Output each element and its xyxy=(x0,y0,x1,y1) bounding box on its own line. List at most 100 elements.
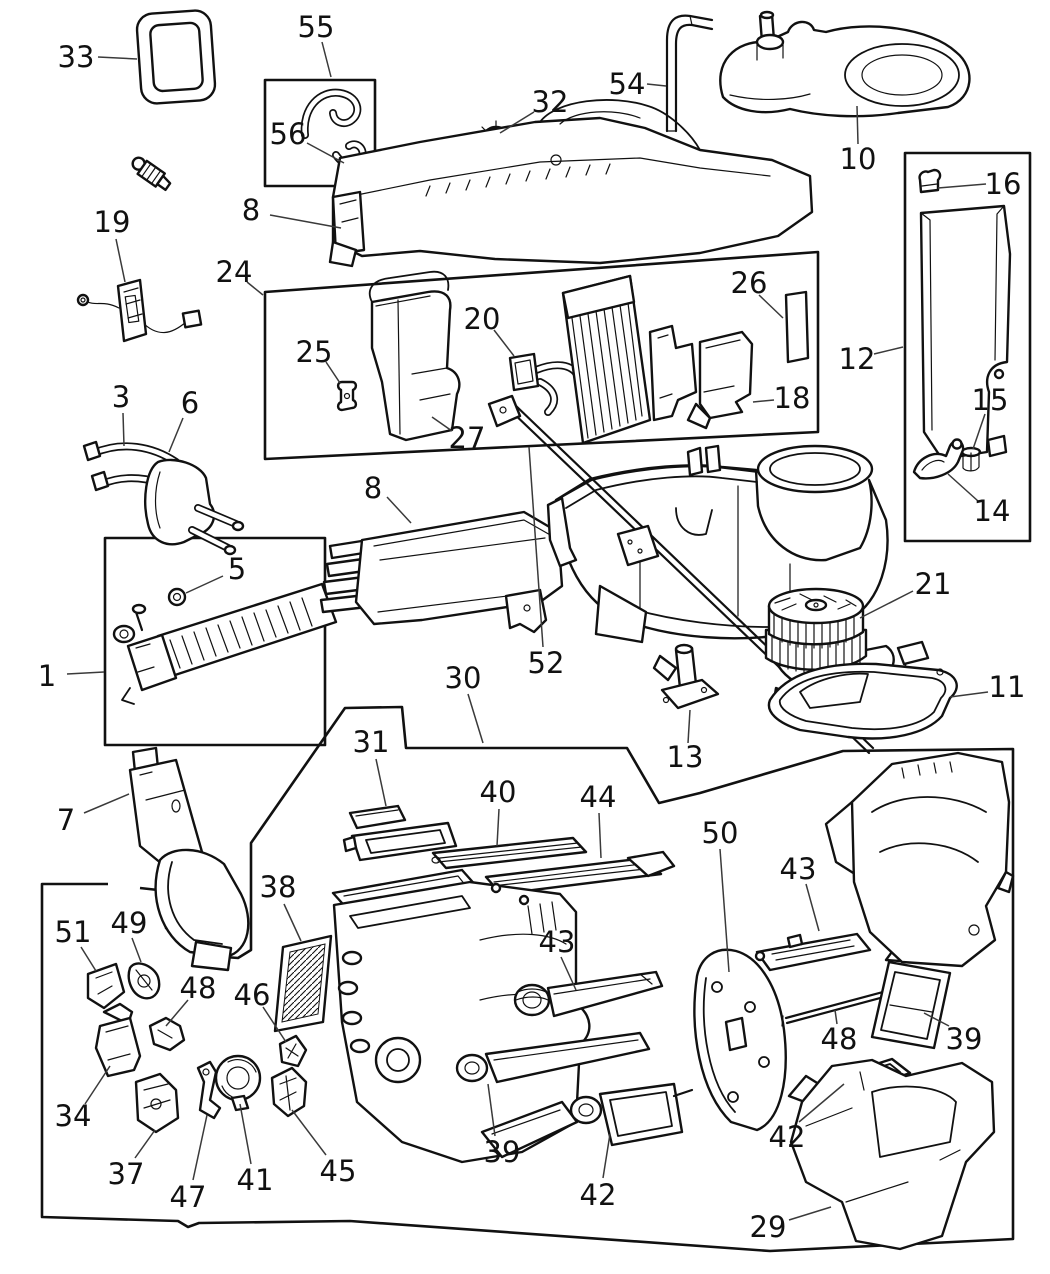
leader-7 xyxy=(83,793,130,814)
leader-55 xyxy=(321,41,332,78)
leader-26 xyxy=(758,294,784,319)
callout-6: 6 xyxy=(181,386,199,420)
leader-21 xyxy=(859,590,914,619)
leader-46 xyxy=(262,1006,287,1043)
leader-41 xyxy=(239,1103,252,1165)
leader-56 xyxy=(306,142,345,164)
callout-24: 24 xyxy=(216,255,253,289)
callout-26: 26 xyxy=(731,266,768,300)
callout-27: 27 xyxy=(449,421,486,455)
callout-21: 21 xyxy=(915,567,952,601)
resistor-19 xyxy=(76,278,203,343)
o-ring-5 xyxy=(167,587,187,607)
leader-12 xyxy=(873,346,904,355)
leader-34 xyxy=(84,1065,111,1105)
blend-door-39-left xyxy=(455,1031,651,1084)
callout-48-rod: 48 xyxy=(821,1022,858,1056)
cover-27 xyxy=(368,270,461,442)
leader-40 xyxy=(496,808,500,847)
group-box-55-56 xyxy=(263,78,377,188)
callout-40: 40 xyxy=(480,775,517,809)
callout-42-left: 42 xyxy=(580,1178,617,1212)
callout-14: 14 xyxy=(974,494,1011,528)
callout-13: 13 xyxy=(667,740,704,774)
heater-housing-38 xyxy=(331,868,591,1164)
callout-12: 12 xyxy=(839,342,876,376)
leader-45 xyxy=(291,1109,327,1156)
leader-29 xyxy=(788,1206,832,1221)
leader-51 xyxy=(80,946,97,972)
leader-16 xyxy=(937,183,987,189)
callout-39-right: 39 xyxy=(946,1022,983,1056)
drain-elbow-14 xyxy=(912,438,965,480)
leader-18 xyxy=(752,399,775,403)
leader-30 xyxy=(467,693,484,744)
callout-34: 34 xyxy=(55,1099,92,1133)
leader-11 xyxy=(949,691,989,698)
actuator-34 xyxy=(94,1002,142,1078)
heater-tubes-3 xyxy=(82,440,190,498)
door-43-right xyxy=(754,932,872,972)
leader-19 xyxy=(115,238,126,283)
callout-1: 1 xyxy=(38,659,56,693)
callout-54: 54 xyxy=(609,67,646,101)
callout-8-top: 8 xyxy=(242,193,260,227)
leader-42-left xyxy=(602,1133,611,1179)
leader-33 xyxy=(97,56,138,60)
gasket-33 xyxy=(135,9,217,105)
leader-24 xyxy=(246,281,264,296)
leader-20 xyxy=(493,329,515,357)
cover-8-top xyxy=(328,99,814,268)
callout-29: 29 xyxy=(750,1210,787,1244)
callout-37: 37 xyxy=(108,1157,145,1191)
callout-41: 41 xyxy=(237,1163,274,1197)
leader-32 xyxy=(499,111,535,134)
leader-44 xyxy=(598,812,602,859)
drain-tray-11 xyxy=(767,662,958,740)
switch-sensor xyxy=(131,156,172,192)
clip-48-box xyxy=(148,1016,186,1052)
callout-39-left: 39 xyxy=(484,1135,521,1169)
callout-30: 30 xyxy=(445,661,482,695)
group-box-24 xyxy=(263,250,820,461)
leader-47 xyxy=(192,1114,208,1181)
callout-15: 15 xyxy=(972,383,1009,417)
leader-10 xyxy=(856,105,859,145)
callout-47: 47 xyxy=(170,1180,207,1214)
group-box-12 xyxy=(903,151,1032,543)
leader-39-left xyxy=(487,1083,496,1137)
callout-50: 50 xyxy=(702,816,739,850)
leader-52 xyxy=(528,446,544,648)
clip-16 xyxy=(918,168,942,194)
seal-plates-31 xyxy=(342,804,458,862)
foam-seal-26 xyxy=(784,290,810,364)
callout-43-left: 43 xyxy=(539,925,576,959)
side-panel-12 xyxy=(919,204,1012,461)
door-shaft-43-left xyxy=(513,970,664,1018)
callout-51: 51 xyxy=(55,915,92,949)
leader-13 xyxy=(687,709,691,744)
hose-55 xyxy=(300,88,362,139)
callout-33: 33 xyxy=(58,40,95,74)
callout-43-right: 43 xyxy=(780,852,817,886)
leader-48-rod xyxy=(834,1009,838,1025)
leader-50 xyxy=(719,848,730,973)
callout-3: 3 xyxy=(112,380,130,414)
grommet-49 xyxy=(127,962,161,1000)
callout-31: 31 xyxy=(353,725,390,759)
evaporator-18 xyxy=(561,274,754,445)
actuator-13 xyxy=(652,643,720,710)
air-scoop-10 xyxy=(719,10,971,118)
leader-25 xyxy=(325,361,341,384)
callout-25: 25 xyxy=(296,335,333,369)
distribution-housing-right xyxy=(824,751,1015,968)
callout-56: 56 xyxy=(270,117,307,151)
leader-8-duct xyxy=(386,496,412,524)
leader-14 xyxy=(947,473,979,502)
cam-plate-50 xyxy=(693,948,787,1132)
leader-3 xyxy=(122,412,125,447)
leader-37 xyxy=(134,1129,156,1159)
